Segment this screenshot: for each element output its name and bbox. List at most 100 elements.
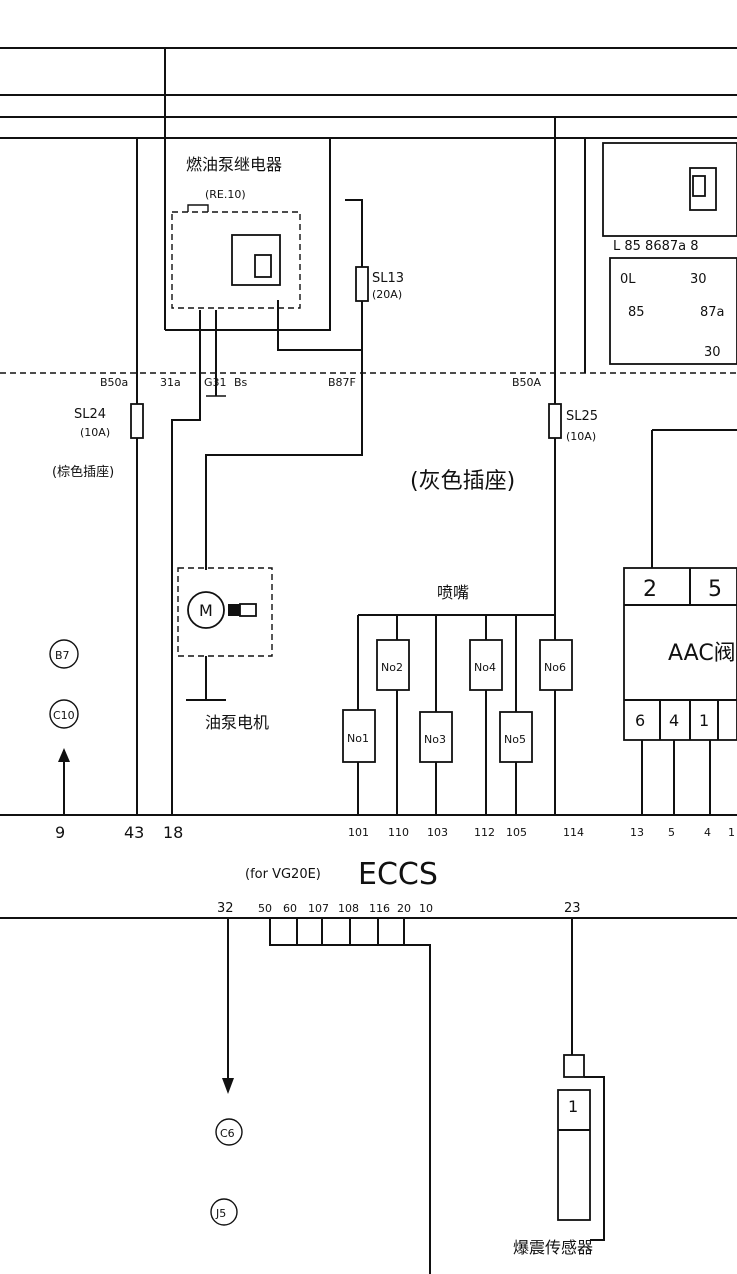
fuse-sl13: [355, 266, 369, 302]
ref-b7-label: B7: [55, 649, 70, 662]
injector-no5: [499, 711, 533, 763]
pin-108: 108: [338, 902, 359, 915]
relay-2-pins: L 85 8687a 8: [613, 239, 699, 254]
pin-107: 107: [308, 902, 329, 915]
motor-indicator-open: [239, 603, 257, 617]
injector-no1: [342, 709, 376, 763]
pin-10: 10: [419, 902, 433, 915]
ecu-model-label: (for VG20E): [245, 867, 321, 882]
ground-comb-teeth: [296, 918, 405, 945]
sensor-shield: [584, 1076, 605, 1241]
fuel-pump-relay-box: [171, 211, 301, 309]
fuse-sl24-label: SL24: [74, 407, 106, 422]
fuse-sl24-rating: (10A): [80, 426, 110, 439]
motor-feed-wire: [205, 350, 363, 570]
pin-103: 103: [427, 826, 448, 839]
injector-wires: [357, 615, 517, 815]
pin-4: 4: [704, 826, 711, 839]
connector-b50a-left: B50a: [100, 376, 128, 389]
aac-wires: [641, 740, 711, 815]
injector-no4: [469, 639, 503, 691]
ref-j5-label: J5: [215, 1207, 226, 1220]
fuel-pump-relay-label: 燃油泵继电器: [186, 155, 282, 174]
fuse-sl25-label: SL25: [566, 409, 598, 424]
knock-sensor-label: 爆震传感器: [513, 1238, 593, 1257]
connector-b87f: B87F: [328, 376, 356, 389]
injector-no2: [376, 639, 410, 691]
injector-no6: [539, 639, 573, 691]
fuel-pump-motor-label: 油泵电机: [205, 713, 269, 732]
aac-pin-4: 4: [669, 711, 679, 730]
pin-112: 112: [474, 826, 495, 839]
pin-43: 43: [124, 823, 144, 842]
relay-2-contact: [692, 175, 706, 197]
fuse-sl13-rating: (20A): [372, 288, 402, 301]
pin-60: 60: [283, 902, 297, 915]
injector-no1-label: No1: [347, 732, 369, 745]
aac-pin-1: 1: [699, 711, 709, 730]
connector-b50a-right: B50A: [512, 376, 542, 389]
ref-c6-label: C6: [220, 1127, 235, 1140]
fuse-sl13-loop: [277, 199, 363, 351]
relay-jumper: [187, 204, 209, 212]
pin-5: 5: [668, 826, 675, 839]
pin-110: 110: [388, 826, 409, 839]
relay-output-wire: [165, 138, 331, 331]
pin-13: 13: [630, 826, 644, 839]
pin-114: 114: [563, 826, 584, 839]
fuse-sl13-label: SL13: [372, 271, 404, 286]
injector-no2-label: No2: [381, 661, 403, 674]
knock-sensor-pin: 1: [568, 1097, 578, 1116]
injector-no5-label: No5: [504, 733, 526, 746]
injector-no3: [419, 711, 453, 763]
ground-comb: [269, 918, 431, 1274]
pin-101: 101: [348, 826, 369, 839]
relay-2-socket: [609, 257, 737, 365]
motor-symbol: M: [199, 601, 213, 620]
relay-contact: [254, 254, 272, 278]
pin-9: 9: [55, 823, 65, 842]
ref-c6-circle: [215, 1118, 243, 1146]
pin-18: 18: [163, 823, 183, 842]
pin-116: 116: [369, 902, 390, 915]
wire-18: [171, 310, 201, 815]
relay-socket-pin-30b: 30: [704, 345, 721, 360]
relay-socket-pin-30: 30: [690, 272, 707, 287]
relay-socket-pin-0l: 0L: [620, 272, 636, 287]
connector-bs: Bs: [234, 376, 248, 389]
arrow-up-icon: [58, 748, 70, 762]
arrow-down-icon: [222, 1078, 234, 1094]
relay-code-label: (RE.10): [205, 188, 246, 201]
aac-pin-6: 6: [635, 711, 645, 730]
fuse-sl25: [548, 403, 562, 439]
injector-no3-label: No3: [424, 733, 446, 746]
gray-socket-label: (灰色插座): [410, 469, 515, 494]
ref-c10-label: C10: [53, 709, 75, 722]
injector-no4-label: No4: [474, 661, 496, 674]
pin-23: 23: [564, 901, 581, 916]
ecu-name-label: ECCS: [358, 857, 438, 892]
fuse-sl24: [130, 403, 144, 439]
motor-indicator: [228, 604, 240, 616]
pin-50: 50: [258, 902, 272, 915]
pin-1: 1: [728, 826, 735, 839]
connector-31a: 31a: [160, 376, 181, 389]
sensor-connector: [563, 1054, 585, 1078]
ref-b7-circle: [49, 639, 79, 669]
aac-pin-5: 5: [708, 577, 722, 602]
ref-c10-circle: [49, 699, 79, 729]
fuse-sl25-rating: (10A): [566, 430, 596, 443]
injector-no6-label: No6: [544, 661, 566, 674]
pin-105: 105: [506, 826, 527, 839]
aac-pin-2: 2: [643, 577, 657, 602]
pin-20: 20: [397, 902, 411, 915]
brown-socket-label: (棕色插座): [52, 464, 114, 480]
injectors-title: 喷嘴: [437, 583, 469, 602]
motor-circle: [187, 591, 225, 629]
relay-2-box: [602, 142, 737, 237]
relay-socket-pin-87a: 87a: [700, 305, 725, 320]
ref-j5-circle: [210, 1198, 238, 1226]
knock-sensor-body: [557, 1089, 591, 1221]
fuel-pump-motor-box: [177, 567, 273, 657]
